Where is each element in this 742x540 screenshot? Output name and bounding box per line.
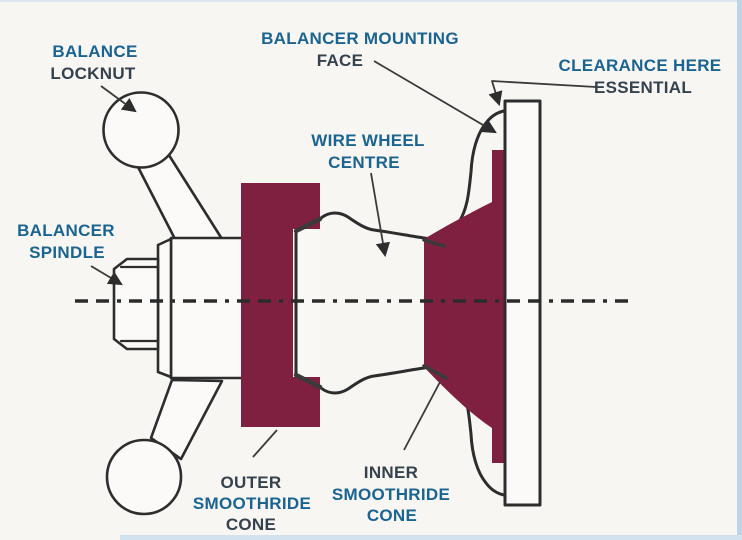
hub-inner-cone-contact-bottom	[422, 364, 448, 380]
label-balance-locknut-1: BALANCE	[52, 42, 137, 61]
lower-handle-arm	[149, 378, 224, 461]
label-mounting-face-1: BALANCER MOUNTING	[261, 29, 459, 48]
lower-ball-knob	[105, 438, 183, 516]
label-balance-locknut-2: LOCKNUT	[50, 64, 136, 83]
balancer-mounting-plate	[503, 99, 542, 507]
spindle-washer	[156, 237, 173, 379]
label-spindle-2: SPINDLE	[29, 243, 105, 262]
label-inner-cone-1: INNER	[364, 463, 418, 482]
spindle-body	[169, 236, 246, 380]
label-wheel-centre-1: WIRE WHEEL	[311, 131, 425, 150]
label-wheel-centre-2: CENTRE	[328, 153, 400, 172]
spindle-locknut-hex	[112, 257, 160, 351]
hub-outer-cone-contact-bottom	[293, 372, 323, 390]
label-outer-cone-2: SMOOTHRIDE	[193, 494, 311, 513]
label-outer-cone-3: CONE	[226, 515, 276, 534]
inner-smoothride-cone-shape	[424, 150, 505, 463]
spindle-arrow	[90, 265, 123, 286]
hub-inner-cone-contact-top	[422, 238, 446, 248]
locknut-facet-lines	[119, 265, 160, 343]
locknut-arrow	[100, 85, 137, 113]
clearance-arrow	[488, 80, 597, 107]
label-inner-cone-2: SMOOTHRIDE	[332, 485, 450, 504]
upper-ball-knob	[102, 91, 180, 169]
hub-outer-cone-contact-top	[293, 216, 323, 234]
label-clearance-1: CLEARANCE HERE	[559, 56, 722, 75]
label-spindle-1: BALANCER	[17, 221, 115, 240]
label-inner-cone-3: CONE	[367, 506, 417, 525]
inner-cone-leader	[403, 381, 441, 451]
mounting-face-arrow	[373, 60, 497, 134]
outer-cone-leader	[252, 429, 278, 458]
label-outer-cone-1: OUTER	[221, 473, 282, 492]
wheel-centre-arrow	[370, 172, 391, 258]
label-mounting-face-2: FACE	[317, 51, 364, 70]
label-clearance-2: ESSENTIAL	[594, 78, 692, 97]
hub-bore	[293, 229, 321, 377]
